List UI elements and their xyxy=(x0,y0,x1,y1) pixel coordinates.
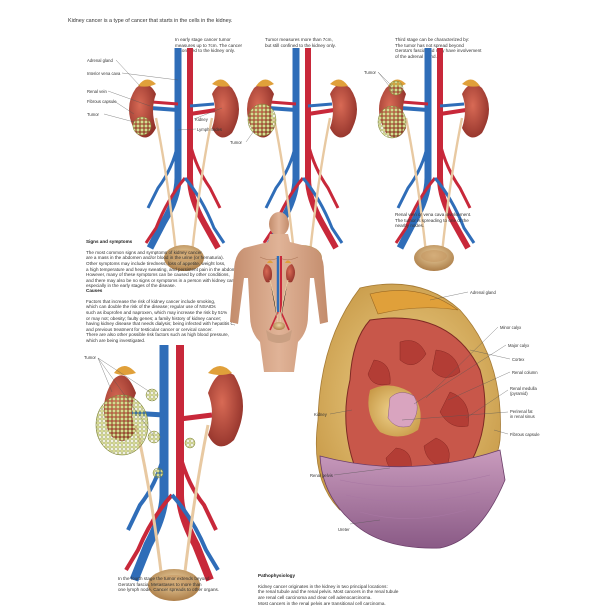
cs-label-ureter: Ureter xyxy=(338,527,350,532)
tumor-large xyxy=(95,394,149,456)
pathophysiology-section: Pathophysiology Kidney cancer originates… xyxy=(258,567,398,612)
label-lymph-nodes: Lymph nodes xyxy=(197,127,222,132)
cs-label-fibrous-capsule: Fibrous capsule xyxy=(510,432,540,437)
tumor-node-2 xyxy=(147,430,161,444)
causes-body: Factors that increase the risk of kidney… xyxy=(86,298,236,343)
signs-section: Signs and symptoms The most common signs… xyxy=(86,233,242,295)
kidney-cross-section xyxy=(315,283,506,549)
stage3-label-tumor: Tumor xyxy=(364,70,376,75)
stage2-figure xyxy=(246,48,358,273)
cs-label-renal-pelvis: Renal pelvis xyxy=(310,473,333,478)
signs-heading: Signs and symptoms xyxy=(86,238,133,244)
pathophysiology-heading: Pathophysiology xyxy=(258,572,296,578)
tumor-medium xyxy=(247,103,277,137)
page-title: Kidney cancer is a type of cancer that s… xyxy=(68,18,233,24)
tumor-adrenal xyxy=(388,80,404,96)
label-ivc: Interior vena cava xyxy=(87,71,121,76)
tumor-node-4 xyxy=(152,467,164,479)
cs-label-perirenal-fat: Perirenal fat in renal sinus xyxy=(510,409,535,419)
stage4-label-tumor: Tumor xyxy=(84,355,96,360)
cs-label-kidney: Kidney xyxy=(314,412,327,417)
cs-label-cortex: Cortex xyxy=(512,357,525,362)
label-renal-vein: Renal vein xyxy=(87,89,107,94)
tumor-node-3 xyxy=(184,437,196,449)
cs-label-renal-column: Renal column xyxy=(512,370,538,375)
stage4-figure xyxy=(95,345,243,601)
label-adrenal-gland: Adrenal gland xyxy=(87,58,113,63)
label-kidney: Kidney xyxy=(195,117,208,122)
tumor-small xyxy=(132,116,152,136)
stage1-figure xyxy=(128,48,240,273)
stage2-caption: Tumor measures more than 7cm, but still … xyxy=(265,37,336,48)
cs-label-renal-medulla: Renal medulla (pyramid) xyxy=(510,386,537,396)
tumor-node-1 xyxy=(145,388,159,402)
stage3-figure xyxy=(378,48,490,273)
label-fibrous-capsule: Fibrous capsule xyxy=(87,99,117,104)
tumor-kidney xyxy=(377,105,407,139)
cs-label-minor-calyx: Minor calyx xyxy=(500,325,522,330)
causes-section: Causes Factors that increase the risk of… xyxy=(86,282,235,349)
causes-heading: Causes xyxy=(86,287,103,293)
stage3-caption2: Renal vein or vena cava involvement. The… xyxy=(395,212,472,229)
pathophysiology-body: Kidney cancer originates in the kidney i… xyxy=(258,583,399,606)
label-tumor: Tumor xyxy=(87,112,99,117)
signs-body: The most common signs and symptoms of ki… xyxy=(86,249,243,289)
stage3-caption: Third stage can be characterized by: The… xyxy=(395,37,482,59)
torso-figure xyxy=(230,212,328,372)
stage2-label-tumor: Tumor xyxy=(230,140,242,145)
cs-label-major-calyx: Major calyx xyxy=(508,343,530,348)
stage4-caption: In the fourth stage the tumor extends be… xyxy=(118,576,220,593)
cs-label-adrenal-gland: Adrenal gland xyxy=(470,290,496,295)
